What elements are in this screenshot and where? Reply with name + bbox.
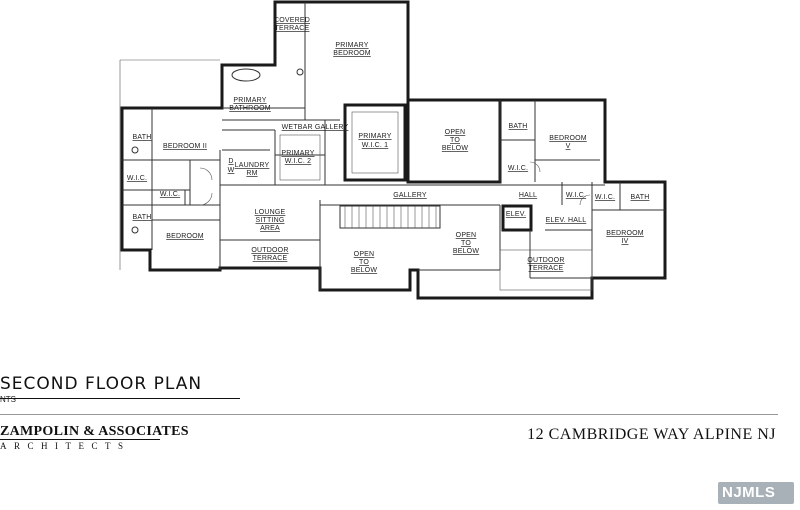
label-lounge-3: AREA bbox=[260, 225, 280, 232]
staircase bbox=[339, 205, 441, 229]
label-open-below-3-3: BELOW bbox=[351, 267, 377, 274]
toilet-icon bbox=[296, 68, 304, 76]
label-primary-wic2-2: W.I.C. 2 bbox=[285, 158, 312, 165]
primary-wic1-inner bbox=[351, 111, 399, 174]
label-dw-w: W bbox=[228, 167, 235, 174]
label-open-below-3-2: TO bbox=[359, 259, 369, 266]
label-laundry-rm: RM bbox=[246, 170, 257, 177]
label-primary-bedroom: PRIMARY bbox=[335, 42, 368, 49]
label-dw-d: D bbox=[228, 158, 233, 165]
label-bath-1: BATH bbox=[509, 123, 528, 130]
project-address: 12 CAMBRIDGE WAY ALPINE NJ bbox=[527, 426, 776, 443]
label-wic-5: W.I.C. bbox=[595, 194, 615, 201]
firm-subtitle: ARCHITECTS bbox=[0, 441, 131, 451]
label-open-below-2-3: BELOW bbox=[453, 248, 479, 255]
outdoor-terrace-2-area bbox=[499, 249, 593, 291]
lounge-walls bbox=[220, 200, 321, 290]
label-elev: ELEV. bbox=[506, 211, 526, 218]
label-primary-bedroom-2: BEDROOM bbox=[333, 50, 371, 57]
label-outdoor-terrace-1: OUTDOOR bbox=[251, 247, 288, 254]
label-open-below-1-2: TO bbox=[450, 137, 460, 144]
primary-wic2-inner bbox=[279, 134, 321, 181]
plan-title: SECOND FLOOR PLAN bbox=[0, 374, 203, 394]
label-bedroom-ii: BEDROOM II bbox=[163, 143, 207, 150]
bathtub-icon bbox=[231, 68, 261, 82]
firm-name: ZAMPOLIN & ASSOCIATES bbox=[0, 424, 189, 439]
label-bath-2: BATH bbox=[133, 134, 152, 141]
elevator-shaft bbox=[501, 204, 533, 232]
label-open-below-1: OPEN bbox=[445, 129, 466, 136]
label-primary-wic1: PRIMARY bbox=[358, 133, 391, 140]
label-bedroom-iv-2: IV bbox=[621, 238, 628, 245]
plan-scale: NTS bbox=[0, 395, 16, 404]
label-outdoor-terrace-2-2: TERRACE bbox=[529, 265, 564, 272]
label-primary-bathroom-2: BATHROOM bbox=[229, 105, 271, 112]
site-outline bbox=[119, 59, 220, 270]
label-wic-2: W.I.C. bbox=[127, 175, 147, 182]
label-bedroom-v-2: V bbox=[566, 143, 571, 150]
label-covered-terrace: COVERED bbox=[274, 17, 310, 24]
label-primary-wic1-2: W.I.C. 1 bbox=[362, 142, 389, 149]
watermark-badge bbox=[718, 482, 794, 504]
label-lounge: LOUNGE bbox=[255, 209, 286, 216]
label-bedroom-iv: BEDROOM bbox=[606, 230, 644, 237]
left-wing-walls bbox=[122, 108, 221, 270]
label-elev-hall: ELEV. HALL bbox=[546, 217, 587, 224]
outer-wall-main bbox=[120, 0, 667, 300]
label-bedroom: BEDROOM bbox=[166, 233, 204, 240]
toilet-icon bbox=[131, 146, 139, 154]
right-wing-walls bbox=[529, 182, 665, 279]
label-gallery: GALLERY bbox=[393, 192, 427, 199]
label-covered-terrace-2: TERRACE bbox=[275, 25, 310, 32]
label-hall: HALL bbox=[519, 192, 537, 199]
mls-watermark: NJMLS bbox=[718, 476, 794, 506]
label-outdoor-terrace-2: OUTDOOR bbox=[527, 257, 564, 264]
label-wic-3: W.I.C. bbox=[160, 191, 180, 198]
label-outdoor-terrace-1-2: TERRACE bbox=[253, 255, 288, 262]
label-wic-4: W.I.C. bbox=[566, 192, 586, 199]
firm-divider bbox=[0, 439, 160, 440]
primary-wic1-walls bbox=[343, 103, 407, 182]
label-wic-1: W.I.C. bbox=[508, 165, 528, 172]
gallery-walls bbox=[220, 184, 605, 271]
label-bedroom-v: BEDROOM bbox=[549, 135, 587, 142]
title-underline bbox=[0, 398, 240, 399]
door-swing-icon bbox=[199, 161, 591, 206]
toilet-icon bbox=[131, 226, 139, 234]
label-primary-bathroom: PRIMARY bbox=[233, 97, 266, 104]
label-open-below-2: OPEN bbox=[456, 232, 477, 239]
label-open-below-1-3: BELOW bbox=[442, 145, 468, 152]
label-wetbar-gallery: WETBAR GALLERY bbox=[282, 124, 349, 131]
label-bath-3: BATH bbox=[133, 214, 152, 221]
label-laundry: LAUNDRY bbox=[235, 162, 270, 169]
label-primary-wic2: PRIMARY bbox=[281, 150, 314, 157]
label-lounge-2: SITTING bbox=[255, 217, 284, 224]
label-open-below-2-2: TO bbox=[461, 240, 471, 247]
label-bath-4: BATH bbox=[631, 194, 650, 201]
label-open-below-3: OPEN bbox=[354, 251, 375, 258]
title-block-divider bbox=[0, 414, 778, 415]
bedroom-v-walls bbox=[499, 100, 600, 182]
watermark-text: NJMLS bbox=[722, 484, 776, 501]
